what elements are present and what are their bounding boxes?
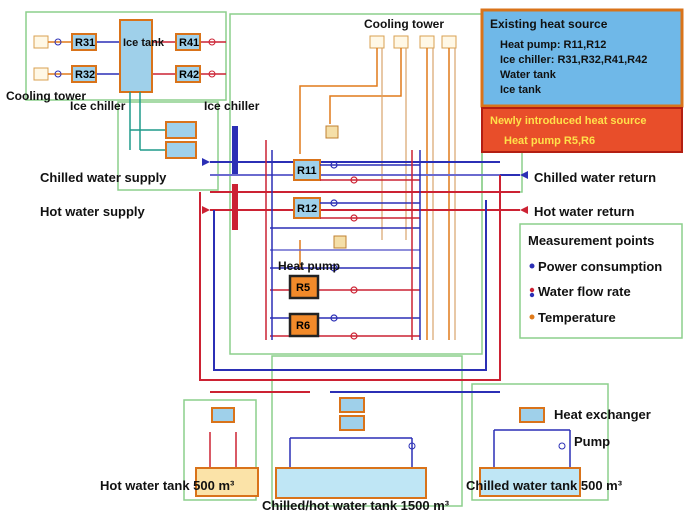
ice-exchanger-frame bbox=[117, 101, 219, 191]
arrow-icon bbox=[520, 171, 528, 179]
existing-legend-line4: Ice tank bbox=[500, 84, 542, 96]
heat-pump-label: Heat pump bbox=[278, 259, 340, 273]
measurement-title: Measurement points bbox=[528, 233, 654, 248]
left-cooling-towers bbox=[33, 35, 49, 81]
pump-icon bbox=[408, 442, 416, 450]
unit-r11-label: R11 bbox=[297, 165, 317, 177]
cooling-tower-icon bbox=[369, 35, 385, 49]
chilled-water-return-label: Chilled water return bbox=[534, 170, 656, 185]
cooling-tower-icon bbox=[33, 67, 49, 81]
measurement-frame bbox=[519, 223, 683, 339]
chilled-hot-water-tank-label: Chilled/hot water tank 1500 m³ bbox=[262, 498, 450, 512]
chilled-hot-water-tank bbox=[275, 467, 427, 499]
hot-water-tank-label: Hot water tank 500 m³ bbox=[100, 478, 235, 493]
unit-r12 bbox=[293, 197, 321, 219]
unit-r31 bbox=[71, 33, 97, 51]
measurement-flow: Water flow rate bbox=[538, 284, 631, 299]
hot-water-tank bbox=[195, 467, 259, 497]
unit-r32 bbox=[71, 65, 97, 83]
ice-chiller-right-label: Ice chiller bbox=[204, 99, 260, 113]
existing-source-legend bbox=[480, 8, 684, 108]
arrow-icon bbox=[202, 206, 210, 214]
return-header-frame bbox=[481, 151, 523, 193]
pump-icon bbox=[350, 332, 358, 340]
temperature-marker-icon bbox=[529, 314, 535, 320]
unit-r42-label: R42 bbox=[179, 69, 199, 81]
existing-legend-title: Existing heat source bbox=[490, 17, 608, 31]
hot-tank-frame bbox=[183, 399, 257, 501]
pump-icon bbox=[330, 161, 338, 169]
unit-r12-label: R12 bbox=[297, 203, 317, 215]
ice-chiller-frame bbox=[25, 11, 227, 101]
unit-r5 bbox=[288, 274, 320, 300]
unit-r6-label: R6 bbox=[296, 320, 310, 332]
hot-water-supply-label: Hot water supply bbox=[40, 204, 146, 219]
new-source-legend bbox=[481, 107, 683, 153]
unit-r32-label: R32 bbox=[75, 69, 95, 81]
ice-heat-exchanger bbox=[165, 141, 197, 159]
pump-icon bbox=[330, 264, 338, 272]
pump-icon bbox=[350, 214, 358, 222]
cooling-tower-top-label: Cooling tower bbox=[364, 17, 444, 31]
cooling-tower-left-label: Cooling tower bbox=[6, 89, 86, 103]
heat-source-frame bbox=[229, 13, 483, 355]
unit-r41 bbox=[175, 33, 201, 51]
ice-tank bbox=[119, 19, 153, 93]
power-marker-icon bbox=[529, 263, 535, 269]
pump-label: Pump bbox=[574, 434, 610, 449]
cooling-tower-icon bbox=[393, 35, 409, 49]
chilled-water-tank bbox=[479, 467, 581, 497]
arrow-icon bbox=[202, 158, 210, 166]
pump-icon bbox=[208, 38, 216, 46]
arrow-icon bbox=[520, 206, 528, 214]
measurement-power: Power consumption bbox=[538, 259, 662, 274]
chilled-tank-exchanger bbox=[519, 407, 545, 423]
unit-r6 bbox=[288, 312, 320, 338]
ice-chiller-left-label: Ice chiller bbox=[70, 99, 126, 113]
mid-tank-frame bbox=[271, 355, 463, 507]
hot-water-return-label: Hot water return bbox=[534, 204, 634, 219]
cooling-tower-icon bbox=[33, 35, 49, 49]
valve-icon bbox=[333, 235, 347, 249]
chilled-water-tank-label: Chilled water tank 500 m³ bbox=[466, 478, 623, 493]
pump-icon bbox=[558, 442, 566, 450]
measurement-temp: Temperature bbox=[538, 310, 616, 325]
ice-heat-exchanger bbox=[165, 121, 197, 139]
unit-r5-label: R5 bbox=[296, 282, 310, 294]
unit-r11 bbox=[293, 159, 321, 181]
pump-icon bbox=[54, 38, 62, 46]
mid-tank-exchanger bbox=[339, 397, 365, 413]
chilled-header bbox=[232, 126, 238, 174]
pump-icon bbox=[350, 286, 358, 294]
heat-exchanger-label: Heat exchanger bbox=[554, 407, 651, 422]
unit-r42 bbox=[175, 65, 201, 83]
pump-icon bbox=[54, 70, 62, 78]
ice-tank-label: Ice tank bbox=[123, 37, 165, 49]
existing-legend-line3: Water tank bbox=[500, 69, 557, 81]
hot-tank-exchanger bbox=[211, 407, 235, 423]
unit-r31-label: R31 bbox=[75, 37, 95, 49]
chilled-tank-frame bbox=[471, 383, 609, 501]
new-legend-line1: Heat pump R5,R6 bbox=[504, 135, 595, 147]
flow-marker-icon bbox=[529, 287, 535, 293]
cooling-tower-icon bbox=[419, 35, 435, 49]
pump-icon bbox=[208, 70, 216, 78]
pump-icon bbox=[330, 199, 338, 207]
valve-icon bbox=[325, 125, 339, 139]
new-legend-title: Newly introduced heat source bbox=[490, 115, 646, 127]
unit-r41-label: R41 bbox=[179, 37, 199, 49]
chilled-water-supply-label: Chilled water supply bbox=[40, 170, 167, 185]
pump-icon bbox=[350, 176, 358, 184]
existing-legend-line1: Heat pump: R11,R12 bbox=[500, 39, 606, 51]
pump-icon bbox=[330, 314, 338, 322]
mid-tank-exchanger bbox=[339, 415, 365, 431]
existing-legend-line2: Ice chiller: R31,R32,R41,R42 bbox=[500, 54, 647, 66]
hot-header bbox=[232, 184, 238, 230]
cooling-tower-icon bbox=[441, 35, 457, 49]
